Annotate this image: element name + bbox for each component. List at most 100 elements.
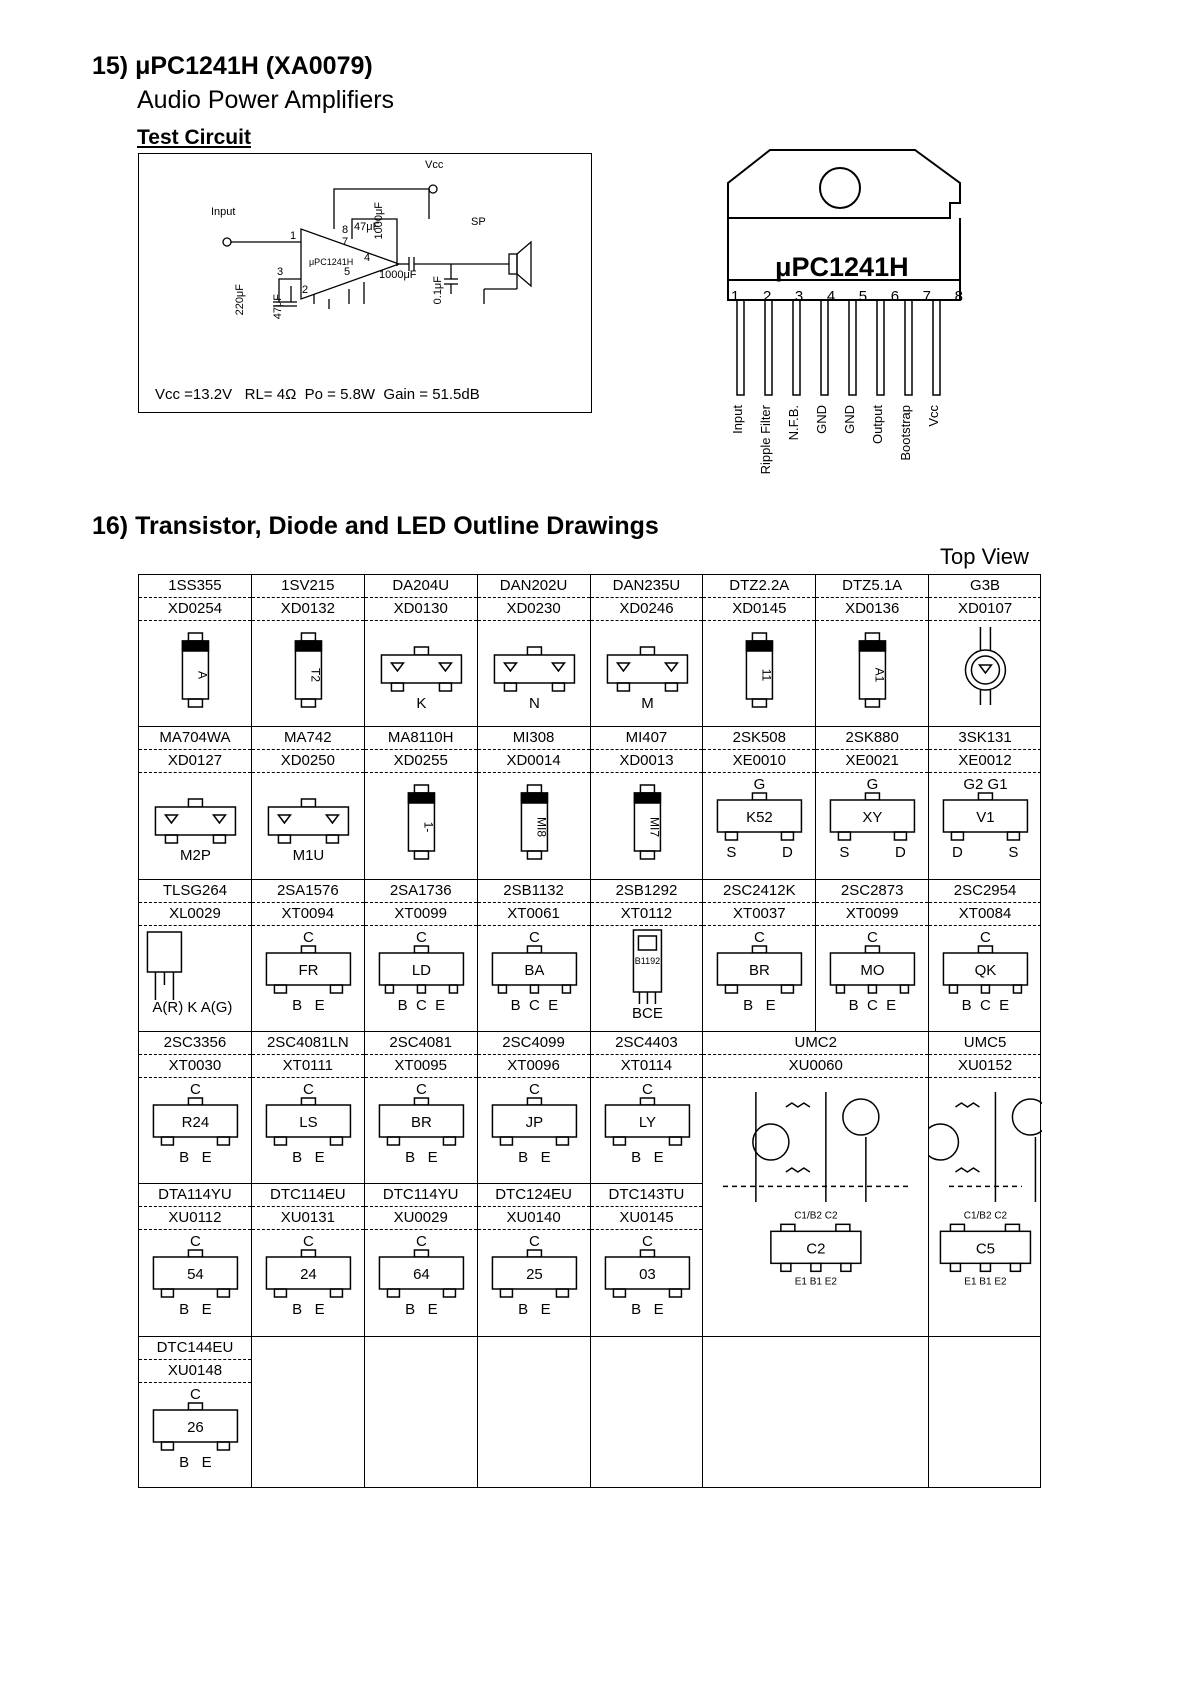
part-code: XU0060 <box>703 1055 929 1078</box>
pin-name: Ripple Filter <box>758 405 773 475</box>
part-code: XD0127 <box>139 750 251 774</box>
marking-code: 03 <box>639 1266 656 1283</box>
outline-symbol: MI7 <box>633 784 661 861</box>
outline-symbol: M <box>606 646 688 712</box>
marking-code: BA <box>524 962 544 979</box>
pin-labels: BCE <box>632 1005 663 1022</box>
part-number: 2SA1736 <box>364 880 477 903</box>
bottom-pin-label: B E <box>518 1301 551 1318</box>
top-pin-label: C1/B2 C2 <box>964 1210 1008 1221</box>
pin-name: N.F.B. <box>786 405 801 441</box>
marking-code: MO <box>861 962 885 979</box>
package-outline <box>717 944 803 994</box>
outline-symbol: K <box>380 646 462 712</box>
package-outline <box>380 646 462 692</box>
bottom-pin-label: B E <box>631 1301 664 1318</box>
package-outline <box>633 784 661 861</box>
outline-cell <box>250 1335 364 1488</box>
part-code: XD0132 <box>251 598 364 621</box>
part-code: XE0021 <box>816 750 929 774</box>
top-pin-label: C <box>416 1081 427 1098</box>
part-code: XT0099 <box>816 903 929 926</box>
part-number: 2SC4081 <box>364 1032 477 1055</box>
part-number: MA742 <box>251 727 364 751</box>
part-code: XD0250 <box>251 750 364 774</box>
top-pin-label: C <box>303 1081 314 1098</box>
top-pin-label: C <box>416 1233 427 1250</box>
part-code: XD0254 <box>139 598 251 621</box>
part-code: XT0111 <box>251 1055 364 1078</box>
part-number: 2SC2412K <box>703 880 816 903</box>
test-circuit-box: Vcc Input SP μPC1241H 47μF 1000μF 1000μF… <box>138 153 592 413</box>
marking-code: 54 <box>187 1266 204 1283</box>
bootstrap-cap-label: 47μF <box>354 221 380 233</box>
top-pin-label: C <box>303 1233 314 1250</box>
outline-symbol <box>964 627 1007 705</box>
chip-label: μPC1241H <box>309 257 354 267</box>
top-pin-label: G2 G1 <box>963 776 1007 793</box>
part-code: XD0246 <box>590 598 703 621</box>
bottom-pin-label: E1 B1 E2 <box>964 1276 1007 1287</box>
marking-code: 64 <box>413 1266 430 1283</box>
part-number: MI308 <box>477 727 590 751</box>
marking-code: C5 <box>976 1240 995 1257</box>
top-pin-label: G <box>867 776 879 793</box>
part-code: XD0136 <box>816 598 929 621</box>
part-number: G3B <box>929 575 1041 598</box>
top-pin-label: C <box>642 1081 653 1098</box>
package-outline <box>604 1249 690 1299</box>
marking-code: MI7 <box>647 817 661 837</box>
package-outline <box>146 930 183 1000</box>
part-number: UMC2 <box>703 1032 929 1055</box>
marking-code: N <box>529 695 540 712</box>
marking-code: QK <box>975 962 997 979</box>
top-pin-label: C <box>303 929 314 946</box>
marking-code: B1192 <box>634 956 659 966</box>
pin-name: Vcc <box>926 405 941 427</box>
part-code: XE0012 <box>929 750 1041 774</box>
marking-code: M <box>641 695 654 712</box>
umc-symbol: C1/B2 C2 C5 E1 B1 E2 <box>929 1092 1042 1287</box>
part-number: DTZ2.2A <box>703 575 816 598</box>
bottom-pin-label: B E <box>744 997 777 1014</box>
package-outline <box>267 798 350 845</box>
part-number: DAN235U <box>590 575 703 598</box>
part-number: 1SV215 <box>251 575 364 598</box>
part-code: XD0130 <box>364 598 477 621</box>
part-number: DTC114YU <box>364 1184 477 1208</box>
part-code: XU0148 <box>139 1360 251 1383</box>
marking-code: 24 <box>300 1266 317 1283</box>
part-number: 2SK508 <box>703 727 816 751</box>
top-pin-label: C <box>529 1081 540 1098</box>
bottom-pin-label: B E <box>292 1301 325 1318</box>
circuit-specs: Vcc =13.2V RL= 4Ω Po = 5.8W Gain = 51.5d… <box>155 386 480 403</box>
package-outline <box>154 798 237 845</box>
part-code: XD0230 <box>477 598 590 621</box>
part-code: XU0112 <box>139 1207 251 1231</box>
outline-symbol: MI8 <box>520 784 548 861</box>
pin-4-label: 4 <box>364 252 371 264</box>
marking-code: BR <box>411 1114 432 1131</box>
pin-2-label: 2 <box>302 284 309 296</box>
part-code: XT0037 <box>703 903 816 926</box>
pin-number: 7 <box>922 288 931 305</box>
